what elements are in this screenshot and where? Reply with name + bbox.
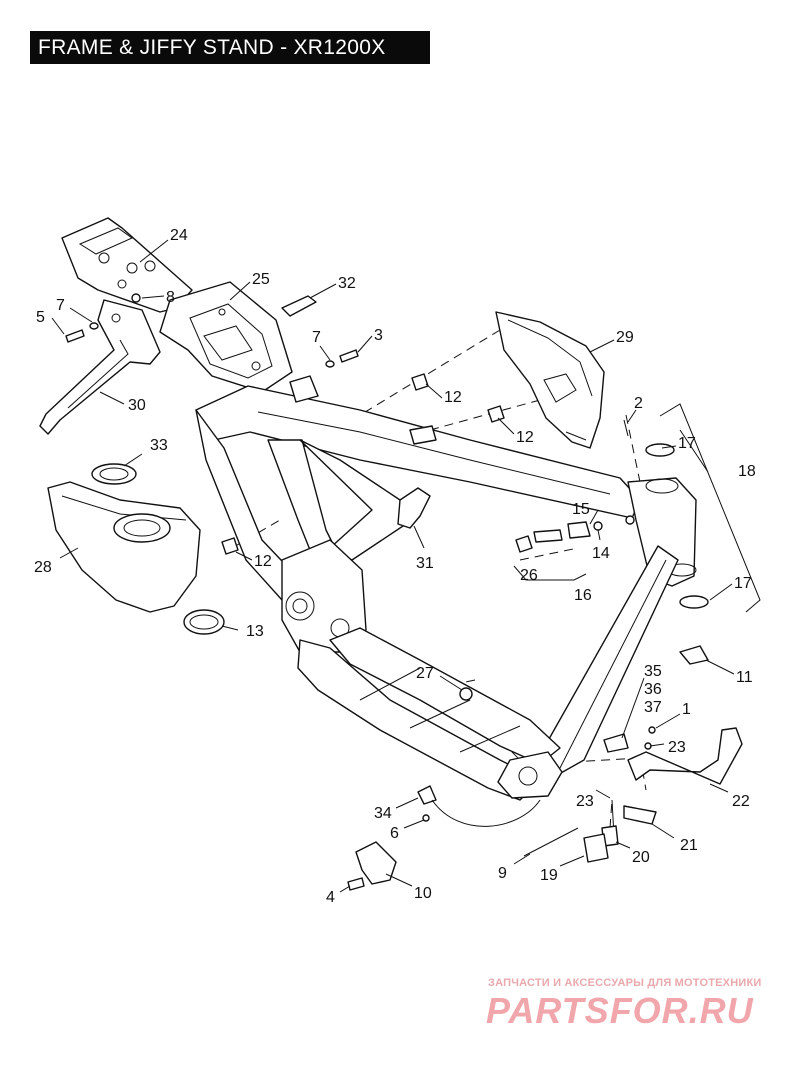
callout-labels: 24 25 32 8 7 5 7 3 29 30 12 12 2 17 18 3… [34, 227, 756, 906]
leader-lines [51, 239, 735, 893]
callout-32: 32 [338, 275, 356, 292]
battery-tray-25 [159, 281, 293, 393]
callout-7a: 7 [56, 297, 65, 314]
callout-36: 36 [644, 681, 662, 698]
watermark-tagline: ЗАПЧАСТИ И АКСЕССУАРЫ ДЛЯ МОТОТЕХНИКИ [488, 977, 762, 989]
callout-37: 37 [644, 699, 662, 716]
callout-19: 19 [540, 867, 558, 884]
callout-27: 27 [416, 665, 434, 682]
callout-15: 15 [572, 501, 590, 518]
callout-22: 22 [732, 793, 750, 810]
filler-ring-33 [91, 463, 137, 485]
sensor-34 [417, 785, 437, 805]
bracket-31 [397, 487, 431, 529]
callout-13: 13 [246, 623, 264, 640]
callout-4: 4 [326, 889, 335, 906]
callout-2: 2 [634, 395, 643, 412]
motorcycle-frame [195, 375, 697, 801]
callout-24: 24 [170, 227, 188, 244]
washer-7a [89, 322, 99, 330]
bolt-5 [65, 329, 85, 343]
clip-32 [281, 295, 317, 317]
diagram-title: FRAME & JIFFY STAND - XR1200X [30, 31, 430, 64]
callout-12b: 12 [516, 429, 534, 446]
callout-20: 20 [632, 849, 650, 866]
callout-3: 3 [374, 327, 383, 344]
hardware-pieces [65, 293, 743, 891]
callout-16: 16 [574, 587, 592, 604]
lock-cylinder-15 [567, 521, 591, 539]
bolt-4 [347, 877, 365, 891]
spring-21 [623, 805, 657, 825]
lock-cover-26 [515, 535, 533, 553]
grommet-12c [221, 537, 239, 555]
callout-23b: 23 [576, 793, 594, 810]
callout-35: 35 [644, 663, 662, 680]
connector-35 [603, 733, 629, 753]
switch-19 [583, 833, 609, 863]
watermark-logo: PARTSFOR.RU [486, 990, 754, 1031]
screw-1 [648, 726, 656, 734]
callout-29: 29 [616, 329, 634, 346]
callout-6: 6 [390, 825, 399, 842]
callout-30: 30 [128, 397, 146, 414]
bearing-17a [645, 443, 675, 457]
gasket-13 [183, 609, 225, 635]
washer-7b [325, 360, 335, 368]
nut-8 [131, 293, 141, 303]
callout-17b: 17 [734, 575, 752, 592]
cable-strap-9 [523, 827, 579, 857]
clamp-11 [679, 645, 709, 665]
callout-18: 18 [738, 463, 756, 480]
bearing-17b [679, 595, 709, 609]
callout-28: 28 [34, 559, 52, 576]
callout-23a: 23 [668, 739, 686, 756]
bolt-3 [339, 349, 359, 363]
pin-2 [623, 419, 629, 437]
callout-34: 34 [374, 805, 392, 822]
callout-10: 10 [414, 885, 432, 902]
jiffy-stand-22 [627, 727, 743, 785]
callout-11: 11 [736, 669, 753, 686]
callout-25: 25 [252, 271, 270, 288]
screw-6 [422, 814, 430, 822]
callout-5: 5 [36, 309, 45, 326]
callout-9: 9 [498, 865, 507, 882]
callout-12a: 12 [444, 389, 462, 406]
grommet-27 [459, 687, 473, 701]
callout-1: 1 [682, 701, 691, 718]
callout-12c: 12 [254, 553, 272, 570]
callout-26: 26 [520, 567, 538, 584]
callout-33: 33 [150, 437, 168, 454]
callout-7b: 7 [312, 329, 321, 346]
key-14 [533, 529, 563, 543]
grommet-12a [411, 373, 429, 391]
footrest-bracket-30 [39, 299, 161, 435]
sensor-wire [431, 799, 541, 827]
callout-21: 21 [680, 837, 698, 854]
bracket-10 [355, 841, 397, 885]
callout-8: 8 [166, 289, 175, 306]
callout-31: 31 [416, 555, 434, 572]
callout-17a: 17 [678, 435, 696, 452]
callout-14: 14 [592, 545, 610, 562]
group-brackets [513, 403, 761, 613]
grommet-12b [487, 405, 505, 423]
fuel-tank-29 [495, 311, 605, 449]
side-cover-28 [47, 481, 201, 613]
